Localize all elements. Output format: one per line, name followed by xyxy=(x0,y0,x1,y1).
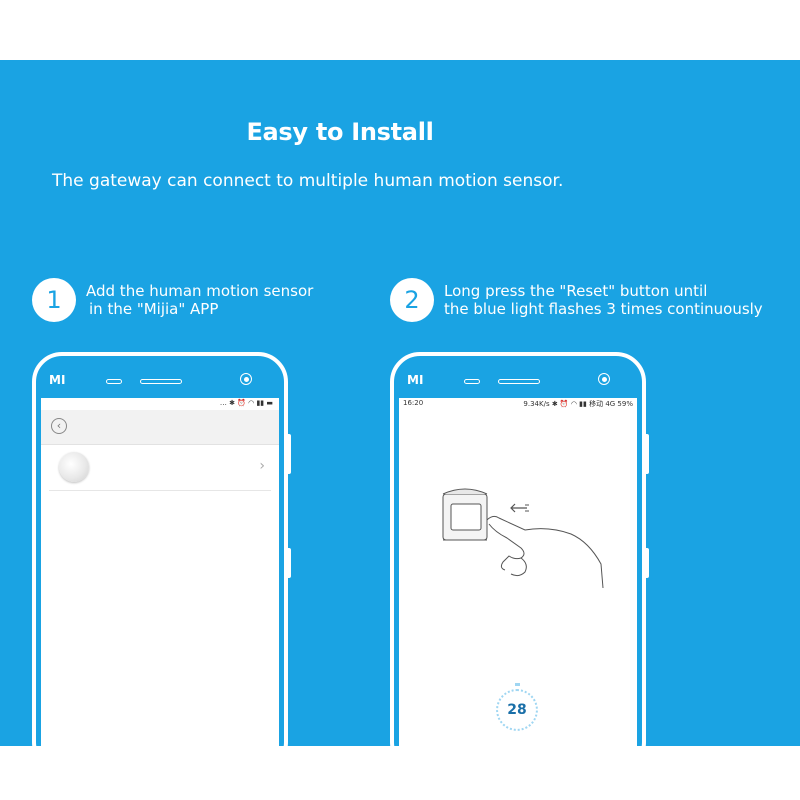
press-arrow xyxy=(510,503,527,513)
back-icon[interactable]: ‹ xyxy=(51,418,67,434)
phone-2-screen: 16:20 9.34K/s ✱ ⏰ ◠ ▮▮ 移动 4G 59% xyxy=(399,398,637,746)
countdown-timer: 28 xyxy=(496,689,538,731)
step-1-number: 1 xyxy=(32,278,76,322)
status-bar: … ✱ ⏰ ◠ ▮▮ ▬ xyxy=(41,398,279,410)
camera-icon xyxy=(240,373,252,385)
phone-2: MI 16:20 9.34K/s ✱ ⏰ ◠ ▮▮ 移动 4G 59% xyxy=(390,352,646,746)
sensor-top xyxy=(442,488,488,495)
motion-sensor-icon xyxy=(59,452,89,482)
mi-logo: MI xyxy=(49,373,66,387)
phone-1-screen: … ✱ ⏰ ◠ ▮▮ ▬ ‹ › xyxy=(41,398,279,746)
phone-1-power-button xyxy=(288,548,291,578)
status-bar: 16:20 9.34K/s ✱ ⏰ ◠ ▮▮ 移动 4G 59% xyxy=(399,398,637,410)
step-2-text-line1: Long press the "Reset" button until xyxy=(444,282,708,300)
hand-outline xyxy=(486,515,604,589)
finger-outline xyxy=(488,523,525,571)
phone-2-volume-button xyxy=(646,434,649,474)
status-icons: 9.34K/s ✱ ⏰ ◠ ▮▮ 移动 4G 59% xyxy=(523,400,633,408)
device-list-item[interactable]: › xyxy=(49,446,271,491)
app-bar: ‹ xyxy=(41,410,279,445)
install-banner: Easy to Install The gateway can connect … xyxy=(0,60,800,746)
camera-icon xyxy=(598,373,610,385)
status-icons: … ✱ ⏰ ◠ ▮▮ ▬ xyxy=(219,399,273,407)
step-2-text-line2: the blue light flashes 3 times continuou… xyxy=(444,300,763,318)
phone-2-power-button xyxy=(646,548,649,578)
page-title: Easy to Install xyxy=(246,118,434,146)
step-1-text-line2: in the "Mijia" APP xyxy=(89,300,219,318)
mi-logo: MI xyxy=(407,373,424,387)
sensor-slot xyxy=(106,379,122,384)
page-subtitle: The gateway can connect to multiple huma… xyxy=(52,171,564,191)
thumb-outline xyxy=(510,557,527,577)
chevron-right-icon: › xyxy=(259,458,265,474)
step-2-number: 2 xyxy=(390,278,434,322)
timer-knob xyxy=(515,683,520,686)
step-1-text-line1: Add the human motion sensor xyxy=(86,282,314,300)
sensor-slot xyxy=(464,379,480,384)
speaker-grille xyxy=(498,379,540,384)
status-time: 16:20 xyxy=(403,399,424,407)
phone-1: MI … ✱ ⏰ ◠ ▮▮ ▬ ‹ › xyxy=(32,352,288,746)
phone-1-volume-button xyxy=(288,434,291,474)
sensor-lens xyxy=(450,503,482,531)
reset-button-illustration xyxy=(442,488,604,589)
speaker-grille xyxy=(140,379,182,384)
